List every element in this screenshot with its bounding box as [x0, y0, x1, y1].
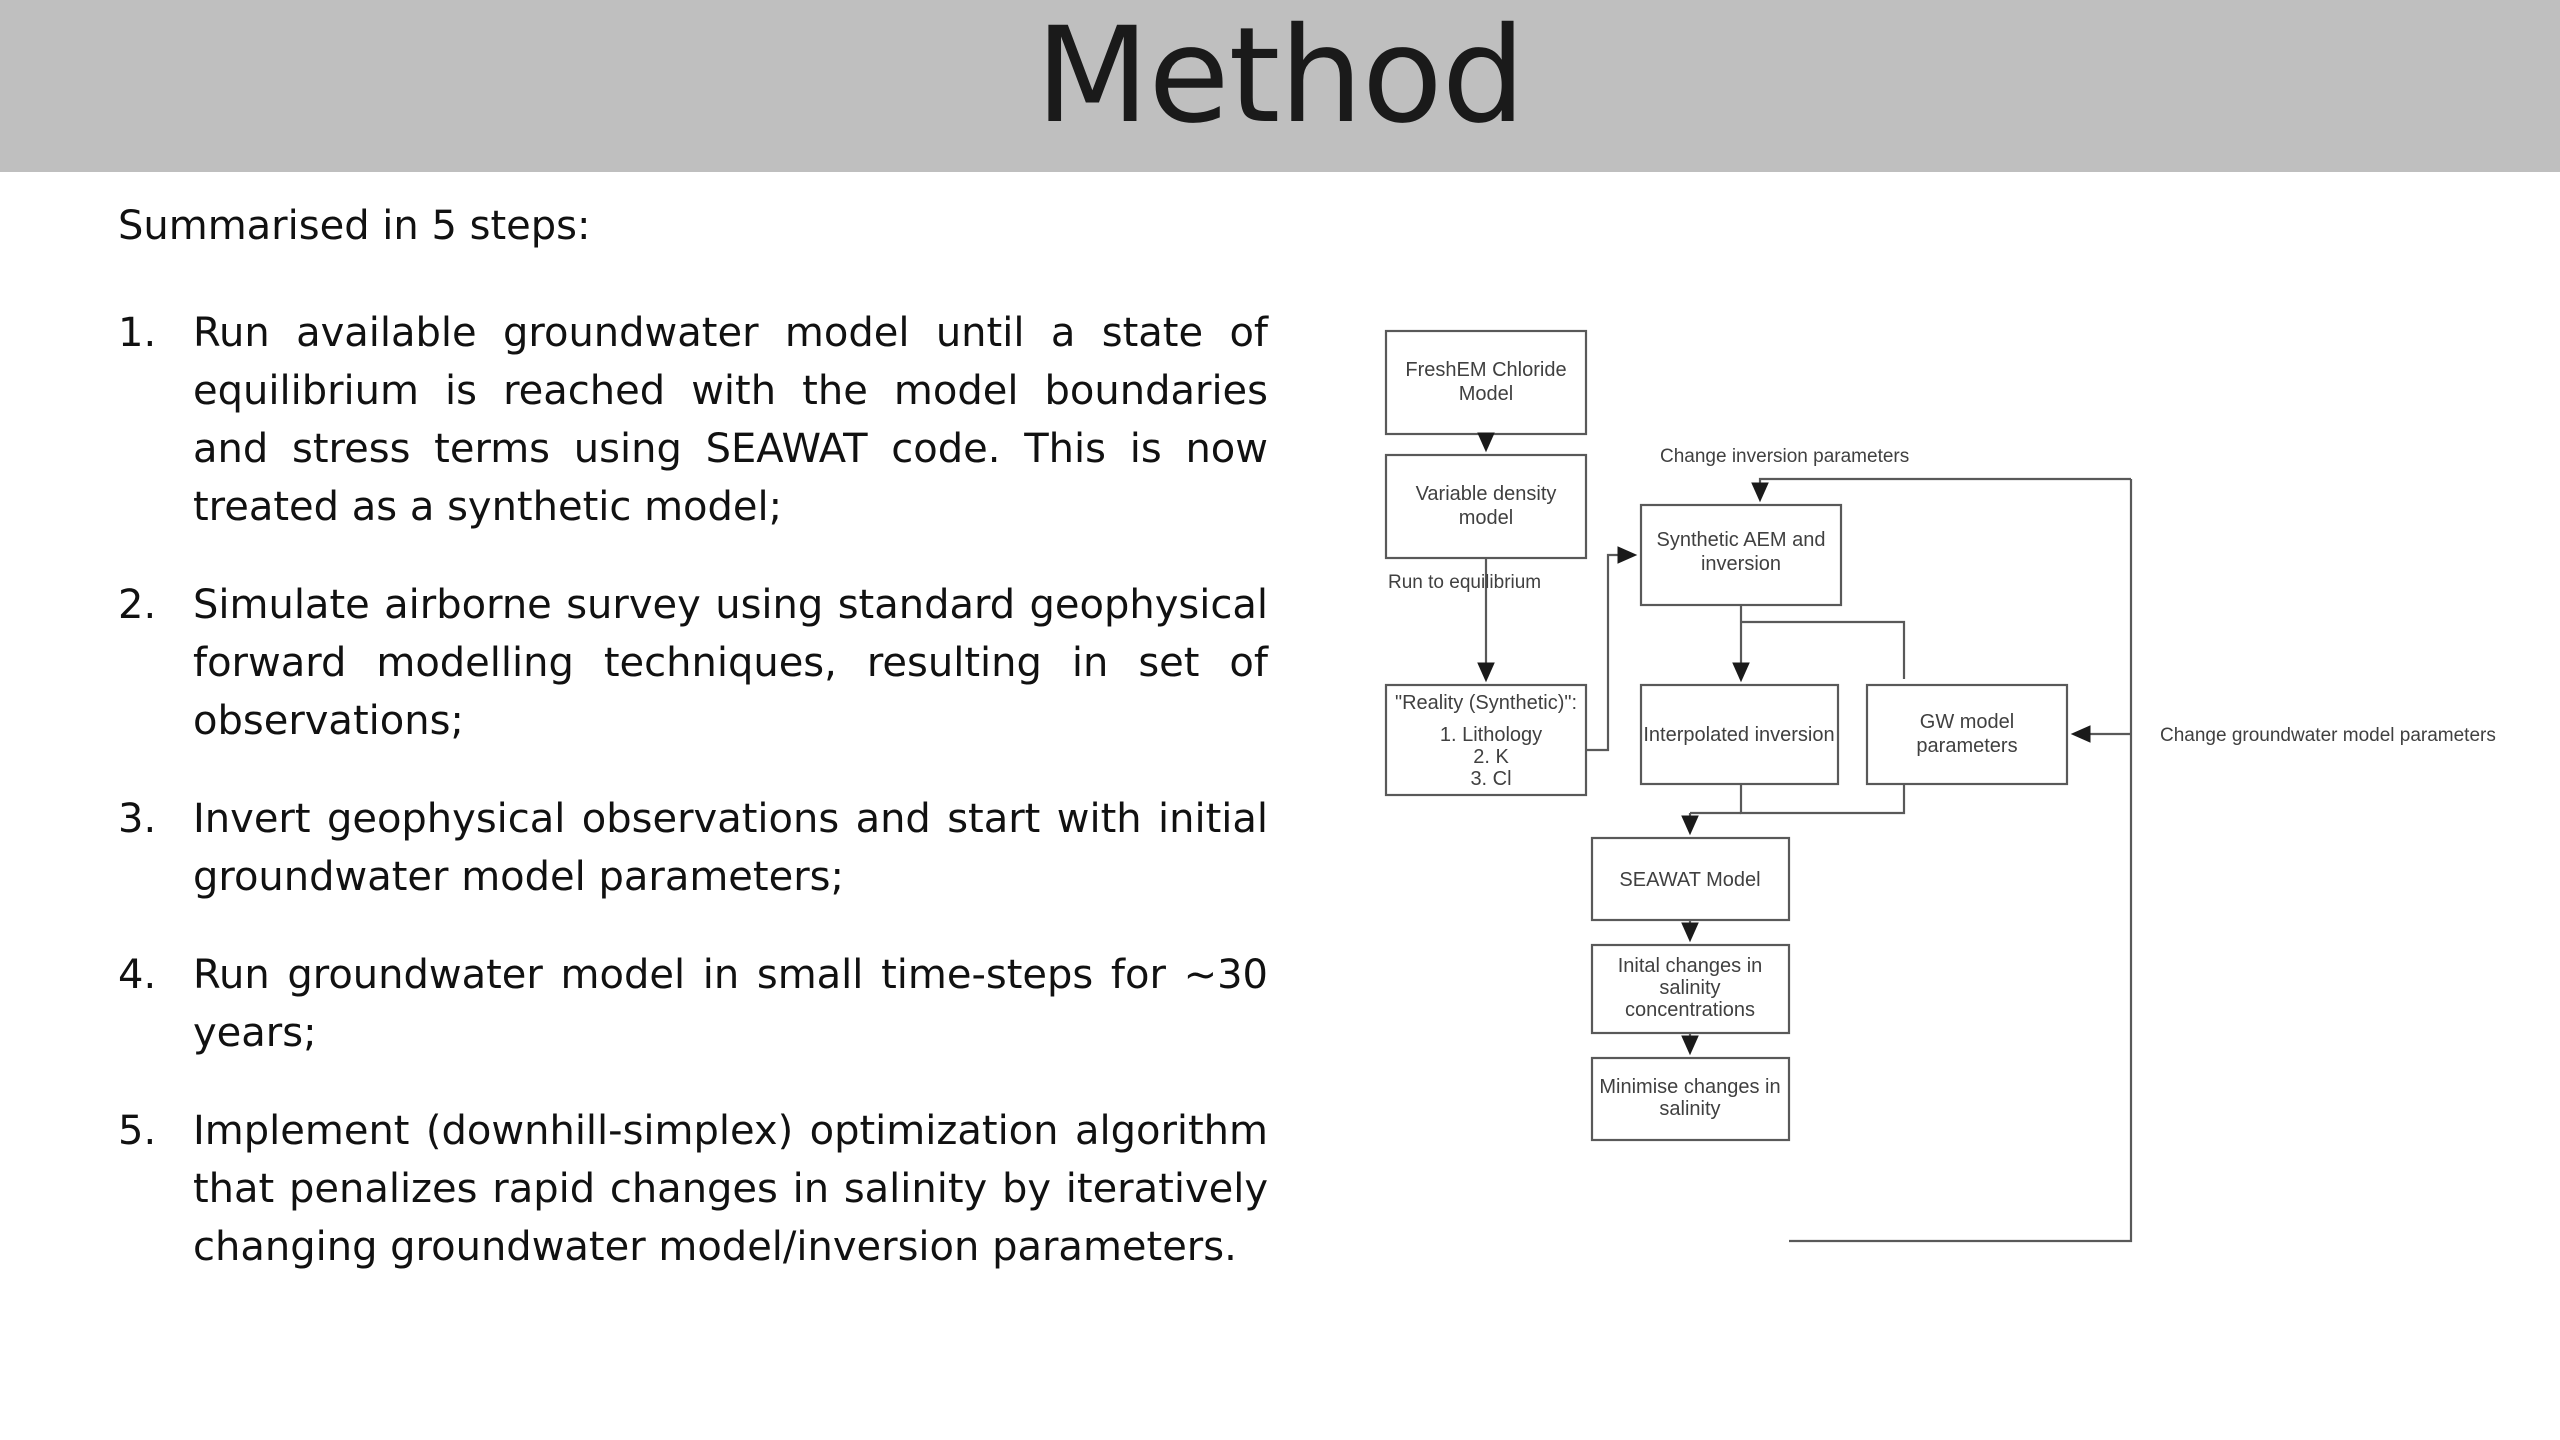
flow-label-change-gw-model-parameters: Change groundwater model parameters: [2160, 725, 2496, 746]
flow-box-synthetic-aem-label-2: inversion: [1701, 553, 1781, 575]
flow-box-synthetic-aem: [1639, 503, 1843, 607]
flow-box-freshem-label: FreshEM Chloride: [1405, 359, 1566, 381]
list-item-number: 2.: [118, 582, 157, 628]
flow-box-minimise-changes-label-2: salinity: [1659, 1098, 1720, 1120]
flow-arrow-change-inversion-parameters: [1751, 477, 2131, 503]
flow-box-reality-label: "Reality (Synthetic)":: [1395, 692, 1577, 714]
flow-box-variable-density: [1384, 453, 1588, 560]
flow-box-minimise-changes-label: Minimise changes in: [1599, 1076, 1780, 1098]
flow-box-reality: [1384, 683, 1588, 797]
flow-box-synthetic-aem-label: Synthetic AEM and: [1657, 529, 1826, 551]
list-item: 1. Run available groundwater model until…: [118, 304, 1268, 536]
flow-box-minimise-changes: [1590, 1056, 1791, 1142]
list-item: 5. Implement (downhill-simplex) optimiza…: [118, 1102, 1268, 1276]
flow-box-reality-item-3: 3. Cl: [1470, 768, 1511, 790]
flow-box-seawat-label: SEAWAT Model: [1619, 869, 1760, 891]
flow-box-gw-model-parameters-label: GW model: [1920, 711, 2014, 733]
list-item-text: Run available groundwater model until a …: [193, 310, 1268, 530]
intro-line: Summarised in 5 steps:: [118, 203, 591, 249]
flow-box-initial-changes: [1590, 943, 1791, 1035]
page-title: Method: [1035, 0, 1525, 153]
list-item-text: Invert geophysical observations and star…: [193, 796, 1268, 900]
method-flowchart-diagram: FreshEM Chloride Model Variable density …: [1370, 300, 2540, 1300]
flow-box-interpolated-inversion-label: Interpolated inversion: [1643, 724, 1834, 746]
flow-box-freshem-label-2: Model: [1459, 383, 1513, 405]
list-item: 4. Run groundwater model in small time-s…: [118, 946, 1268, 1062]
list-item-number: 4.: [118, 952, 157, 998]
list-item-number: 3.: [118, 796, 157, 842]
list-item-text: Implement (downhill-simplex) optimizatio…: [193, 1108, 1268, 1270]
flow-box-reality-item-2: 2. K: [1473, 746, 1509, 768]
flow-arrow-reality-to-aem: [1586, 546, 1638, 752]
steps-list: 1. Run available groundwater model until…: [118, 304, 1268, 1276]
flow-box-initial-changes-label: Inital changes in: [1618, 955, 1763, 977]
title-banner: Method: [0, 0, 2560, 172]
list-item-text: Simulate airborne survey using standard …: [193, 582, 1268, 744]
list-item: 2. Simulate airborne survey using standa…: [118, 576, 1268, 750]
flow-box-interpolated-inversion: [1639, 683, 1840, 786]
list-item: 3. Invert geophysical observations and s…: [118, 790, 1268, 906]
flow-connector-interpolated-merge: [1739, 784, 1906, 815]
flow-label-run-to-equilibrium: Run to equilibrium: [1388, 572, 1541, 593]
list-item-number: 1.: [118, 310, 157, 356]
flow-box-gw-model-parameters: [1865, 683, 2069, 786]
flow-box-variable-density-label: Variable density: [1416, 483, 1557, 505]
flow-box-initial-changes-label-2: salinity: [1659, 977, 1720, 999]
flow-box-freshem: [1384, 329, 1588, 436]
list-item-number: 5.: [118, 1108, 157, 1154]
flow-box-variable-density-label-2: model: [1459, 507, 1513, 529]
flow-box-reality-item-1: 1. Lithology: [1440, 724, 1542, 746]
flow-label-change-inversion-parameters: Change inversion parameters: [1660, 446, 1909, 467]
steps-text-column: Summarised in 5 steps: 1. Run available …: [118, 200, 1268, 1276]
flow-box-initial-changes-label-3: concentrations: [1625, 999, 1755, 1021]
flow-box-gw-model-parameters-label-2: parameters: [1916, 735, 2017, 757]
flow-connector-aem-to-gw-params: [1741, 620, 1906, 679]
list-item-text: Run groundwater model in small time-step…: [193, 952, 1268, 1056]
